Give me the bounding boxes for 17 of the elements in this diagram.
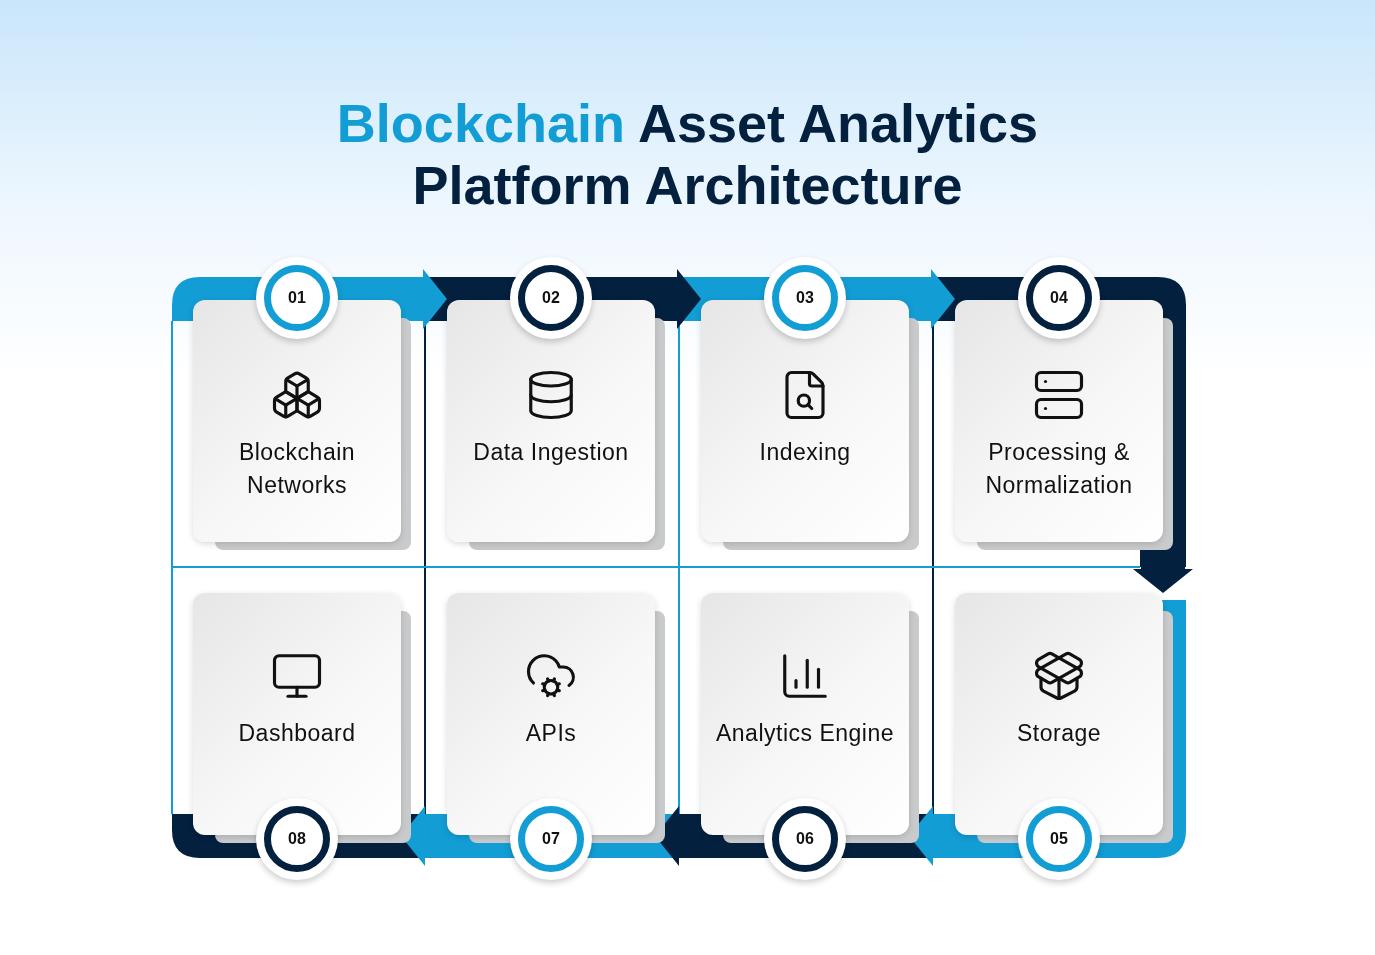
step-title: Processing & Normalization: [984, 438, 1134, 500]
step-title: Analytics Engine: [714, 719, 895, 748]
step-number-badge: 06: [764, 798, 846, 880]
step-number-badge: 01: [256, 257, 338, 339]
step-title: Blockchain Networks: [237, 438, 357, 500]
step-number-badge: 08: [256, 798, 338, 880]
step-title: APIs: [524, 719, 578, 748]
step-number-badge: 07: [510, 798, 592, 880]
step-title: Storage: [1015, 719, 1103, 748]
step-title: Dashboard: [237, 719, 357, 748]
step-number-badge: 04: [1018, 257, 1100, 339]
step-title: Indexing: [758, 438, 852, 467]
step-number-badge: 05: [1018, 798, 1100, 880]
step-number-badge: 02: [510, 257, 592, 339]
step-title: Data Ingestion: [472, 438, 630, 467]
page-title: Blockchain Asset Analytics Platform Architecture: [335, 92, 1040, 216]
step-number-badge: 03: [764, 257, 846, 339]
